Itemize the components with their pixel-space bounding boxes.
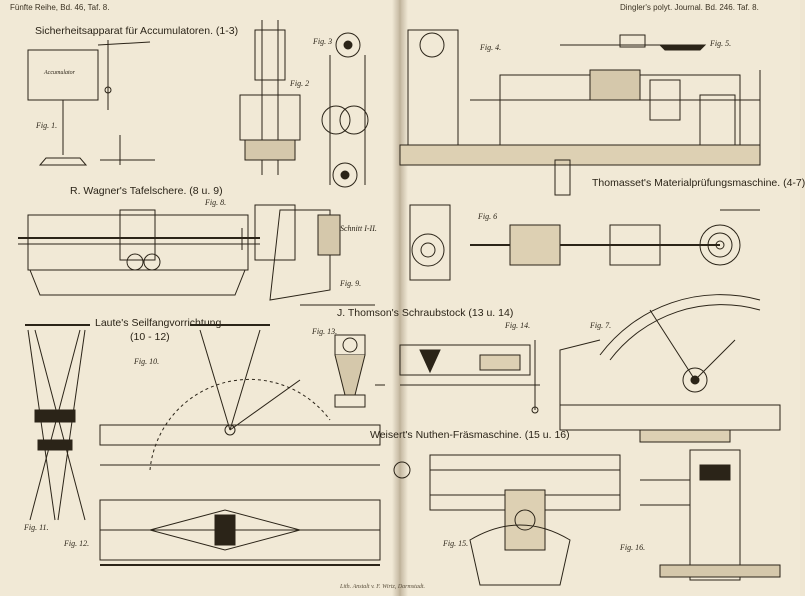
- fig1-accumulator-drawing: [28, 40, 155, 165]
- fig7-scale-drawing: [560, 295, 780, 442]
- fig1-label: Fig. 1.: [36, 121, 58, 130]
- fig2-label: Fig. 2: [290, 79, 310, 88]
- fig3-label: Fig. 3: [313, 37, 333, 46]
- fig14-label: Fig. 14.: [505, 321, 531, 330]
- title-laute: Laute's Seilfangvorrichtung: [95, 317, 222, 329]
- fig8-label: Fig. 8.: [205, 198, 227, 207]
- fig14-vise-drawing: [400, 340, 540, 413]
- fig6-label: Fig. 6: [478, 212, 498, 221]
- title-thomasset: Thomasset's Materialprüfungsmaschine. (4…: [592, 177, 805, 189]
- fig2-valve-drawing: [240, 20, 300, 175]
- title-thomson: J. Thomson's Schraubstock (13 u. 14): [337, 307, 514, 319]
- fig4-thomasset-drawing: [400, 30, 760, 195]
- fig5-detail-drawing: [560, 35, 705, 50]
- fig5-label: Fig. 5.: [710, 39, 732, 48]
- title-wagner: R. Wagner's Tafelschere. (8 u. 9): [70, 185, 223, 197]
- title-sicherheitsapparat: Sicherheitsapparat für Accumulatoren. (1…: [35, 25, 239, 37]
- accumulator-annotation: Accumulator: [44, 70, 75, 76]
- fig13-label: Fig. 13.: [312, 327, 338, 336]
- fig9-section-drawing: [255, 205, 375, 305]
- fig3-gear-drawing: [322, 33, 368, 187]
- fig12-label: Fig. 12.: [64, 539, 90, 548]
- title-weisert: Weisert's Nuthen-Fräsmaschine. (15 u. 16…: [370, 429, 570, 441]
- fig15-label: Fig. 15.: [443, 539, 469, 548]
- fig11-frame-drawing: [25, 325, 90, 520]
- fig6-drawing: [410, 205, 760, 280]
- fig16-label: Fig. 16.: [620, 543, 646, 552]
- fig10-label: Fig. 10.: [134, 357, 160, 366]
- fig11-label: Fig. 11.: [24, 523, 49, 532]
- fig8-shears-drawing: [18, 210, 260, 295]
- fig13-vise-drawing: [335, 335, 385, 407]
- lithographer-imprint: Lith. Anstalt v. F. Wirtz, Darmstadt.: [340, 584, 426, 590]
- fig9-label: Fig. 9.: [340, 279, 362, 288]
- title-laute-range: (10 - 12): [130, 331, 170, 343]
- fig16-column-drawing: [640, 450, 780, 580]
- fig7-label: Fig. 7.: [590, 321, 612, 330]
- schnitt-annotation: Schnitt I-II.: [340, 224, 377, 233]
- fig15-milling-drawing: [430, 455, 620, 585]
- header-right: Dingler's polyt. Journal. Bd. 246. Taf. …: [620, 3, 759, 12]
- header-left: Fünfte Reihe, Bd. 46, Taf. 8.: [10, 3, 110, 12]
- fig10-gripper-drawing: [100, 325, 410, 478]
- fig12-plan-drawing: [100, 500, 380, 565]
- fig4-label: Fig. 4.: [480, 43, 502, 52]
